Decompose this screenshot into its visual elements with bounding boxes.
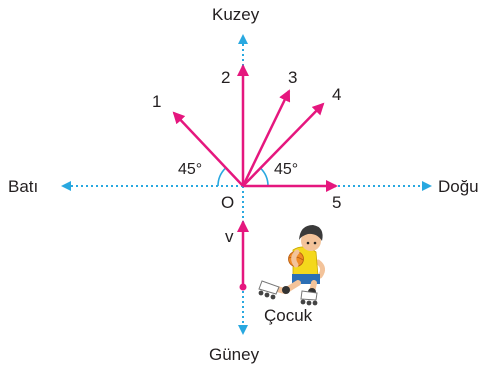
child-skater-illustration [258,225,326,306]
north-label: Kuzey [212,5,260,24]
child-position-dot [239,283,247,291]
vector-4 [242,102,325,187]
child-label: Çocuk [264,306,313,325]
vector-1 [172,111,244,187]
right-angle-arc [260,167,269,187]
south-label: Güney [209,345,260,364]
right-angle-label: 45° [274,161,299,178]
vector-4-label: 4 [332,85,342,104]
vector-2-label: 2 [221,68,231,87]
vector-3 [241,89,291,187]
vector-3-label: 3 [288,68,298,87]
left-angle-label: 45° [178,161,203,178]
left-angle-arc [217,167,226,187]
east-label: Doğu [438,177,479,196]
velocity-label: v [225,227,234,246]
vector-1-label: 1 [152,92,162,111]
origin-label: O [221,193,235,212]
vector-5-label: 5 [332,193,342,212]
west-label: Batı [8,177,39,196]
